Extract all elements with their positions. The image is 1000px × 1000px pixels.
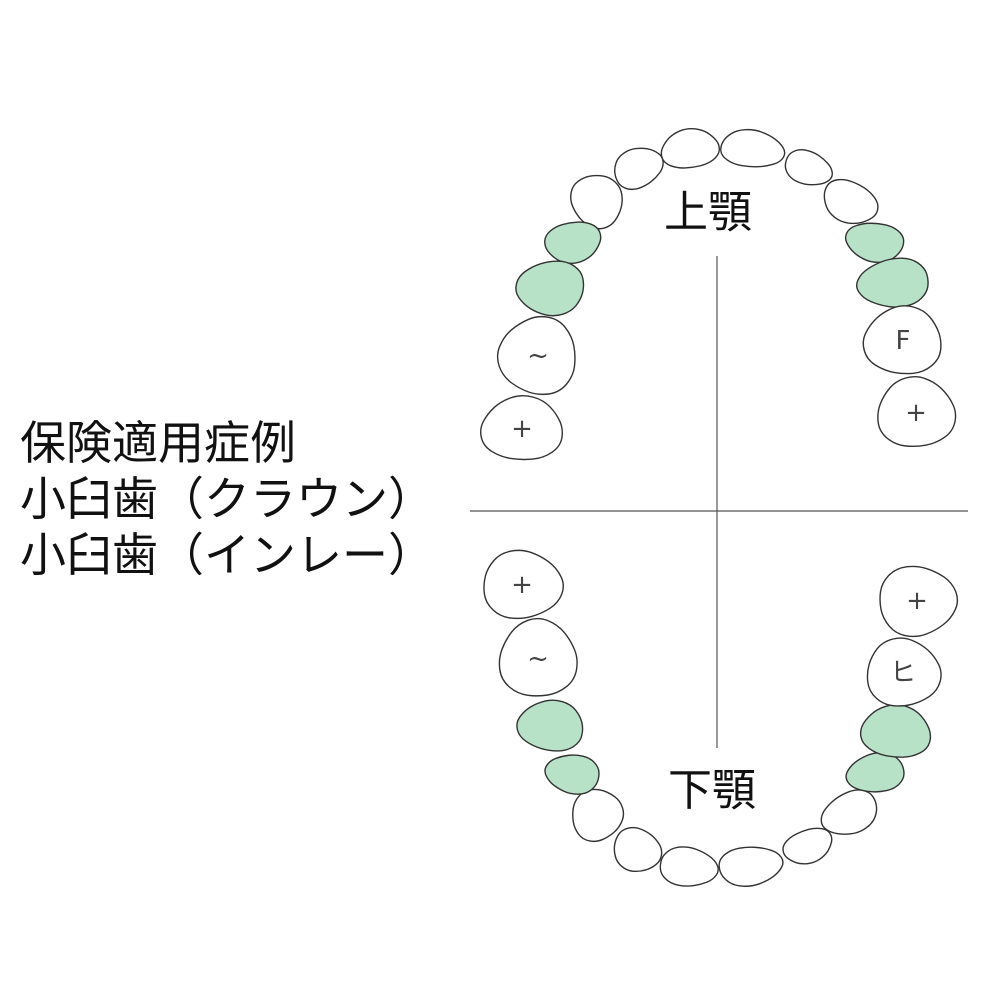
tooth-outline <box>614 147 664 191</box>
tooth-outline <box>572 788 625 843</box>
tooth-lower-right-4 <box>544 754 600 795</box>
tooth-lower-right-2 <box>613 826 663 873</box>
tooth-outline <box>496 315 576 396</box>
upper-jaw-label: 上顎 <box>664 187 752 238</box>
tooth-outline <box>784 149 834 186</box>
tooth-outline <box>480 394 563 461</box>
caption-title: 保険適用症例 <box>20 416 296 470</box>
tooth-upper-right-3 <box>570 174 623 230</box>
teeth-group: ~ + F + ~ + ヒ + <box>480 127 959 887</box>
tooth-outline <box>862 305 942 375</box>
tooth-lower-left-3 <box>820 789 878 835</box>
tooth-mark: F <box>896 326 911 356</box>
tooth-outline <box>866 637 942 707</box>
tooth-upper-right-1 <box>660 127 721 169</box>
tooth-outline <box>879 565 959 638</box>
tooth-outline <box>820 789 878 835</box>
tooth-lower-right-3 <box>572 788 625 843</box>
tooth-outline <box>613 826 663 873</box>
tooth-mark: ヒ <box>890 658 916 688</box>
tooth-lower-left-1 <box>718 846 784 887</box>
tooth-outline <box>483 549 564 620</box>
tooth-mark: + <box>511 414 533 444</box>
tooth-outline <box>570 174 623 230</box>
tooth-upper-right-4 <box>544 221 602 265</box>
tooth-upper-left-2 <box>784 149 834 186</box>
tooth-lower-right-1 <box>659 846 719 887</box>
tooth-upper-right-7 <box>480 394 563 461</box>
tooth-outline <box>856 257 929 308</box>
caption-crown-line: 小臼歯（クラウン） <box>20 472 434 526</box>
tooth-outline <box>544 754 600 795</box>
tooth-lower-right-7 <box>483 549 564 620</box>
tooth-mark: ~ <box>527 644 549 674</box>
tooth-upper-left-5 <box>856 257 929 308</box>
tooth-mark: ~ <box>527 341 549 371</box>
tooth-lower-left-6 <box>866 637 942 707</box>
tooth-mark: + <box>511 570 533 600</box>
tooth-outline <box>498 617 578 697</box>
tooth-upper-left-3 <box>823 178 879 225</box>
tooth-upper-left-6 <box>862 305 942 375</box>
tooth-upper-left-7 <box>877 376 957 448</box>
tooth-upper-right-2 <box>614 147 664 191</box>
tooth-outline <box>823 178 879 225</box>
tooth-lower-left-5 <box>859 704 932 758</box>
tooth-outline <box>782 827 833 865</box>
caption-inlay-line: 小臼歯（インレー） <box>20 528 434 582</box>
tooth-outline <box>720 128 786 168</box>
tooth-lower-right-5 <box>516 699 584 752</box>
tooth-upper-right-6 <box>496 315 576 396</box>
tooth-mark: + <box>905 398 927 428</box>
tooth-outline <box>859 704 932 758</box>
tooth-outline <box>544 221 602 265</box>
tooth-outline <box>659 846 719 887</box>
caption-block: 保険適用症例 小臼歯（クラウン） 小臼歯（インレー） <box>20 415 434 583</box>
lower-jaw-label: 下顎 <box>668 765 756 816</box>
tooth-outline <box>515 260 585 317</box>
tooth-upper-left-1 <box>720 128 786 168</box>
tooth-outline <box>516 699 584 752</box>
tooth-outline <box>877 376 957 448</box>
tooth-lower-left-7 <box>879 565 959 638</box>
tooth-lower-right-6 <box>498 617 578 697</box>
tooth-outline <box>660 127 721 169</box>
tooth-mark: + <box>906 586 928 616</box>
tooth-lower-left-2 <box>782 827 833 865</box>
tooth-upper-right-5 <box>515 260 585 317</box>
tooth-outline <box>718 846 784 887</box>
